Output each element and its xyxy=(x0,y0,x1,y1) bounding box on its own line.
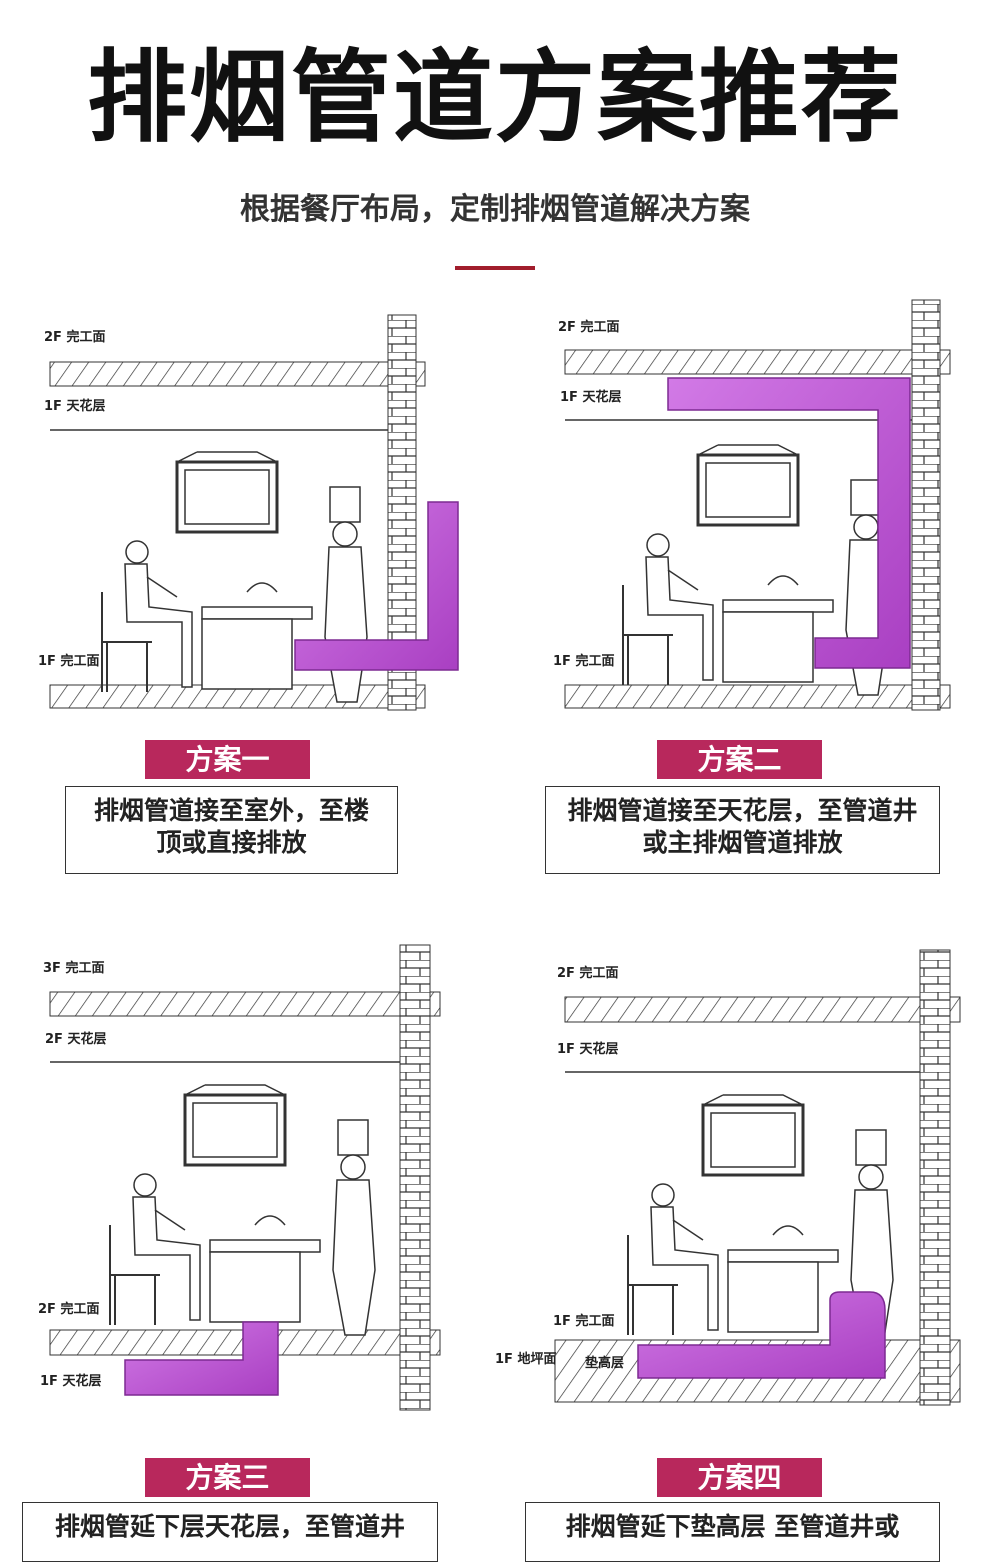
floor-label: 垫高层 xyxy=(585,1355,624,1371)
floor-label: 1F 天花层 xyxy=(557,1041,618,1057)
plan-4-desc-line1: 排烟管延下垫高层 至管道井或 xyxy=(565,1512,900,1541)
plan-2-diagram: 2F 完工面 1F 天花层 1F 完工面 xyxy=(553,299,951,711)
exhaust-duct xyxy=(637,1291,886,1379)
floor-label: 2F 完工面 xyxy=(44,329,105,345)
floor-label: 2F 天花层 xyxy=(45,1031,106,1047)
floor-label: 3F 完工面 xyxy=(43,960,104,976)
page-title: 排烟管道方案推荐 xyxy=(87,39,903,156)
plan-4-diagram: 2F 完工面 1F 天花层 1F 完工面 1F 地坪面 垫高层 xyxy=(495,949,961,1406)
plan-4-tag: 方案四 xyxy=(657,1458,822,1497)
plan-1-tag: 方案一 xyxy=(145,740,310,779)
floor-label: 1F 地坪面 xyxy=(495,1351,556,1367)
plan-1-description: 排烟管道接至室外，至楼 顶或直接排放 xyxy=(65,786,398,874)
plan-2-description: 排烟管道接至天花层，至管道井 或主排烟管道排放 xyxy=(545,786,940,874)
plan-3-diagram: 3F 完工面 2F 天花层 2F 完工面 1F 天花层 xyxy=(38,944,441,1411)
plan-4-description: 排烟管延下垫高层 至管道井或 xyxy=(525,1502,940,1562)
plan-1-desc-line2: 顶或直接排放 xyxy=(156,828,307,857)
exhaust-duct xyxy=(294,501,459,671)
divider xyxy=(455,266,535,270)
plan-1-desc-line1: 排烟管道接至室外，至楼 xyxy=(93,796,369,825)
page-subtitle: 根据餐厅布局，定制排烟管道解决方案 xyxy=(240,192,750,227)
floor-label: 1F 完工面 xyxy=(553,1313,614,1329)
exhaust-duct xyxy=(124,1321,279,1396)
floor-label: 2F 完工面 xyxy=(558,319,619,335)
plan-2-tag: 方案二 xyxy=(657,740,822,779)
floor-label: 1F 完工面 xyxy=(38,653,99,669)
plan-2-desc-line1: 排烟管道接至天花层，至管道井 xyxy=(567,796,918,825)
floor-label: 1F 完工面 xyxy=(553,653,614,669)
floor-label: 1F 天花层 xyxy=(40,1373,101,1389)
plan-2-desc-line2: 或主排烟管道排放 xyxy=(642,828,843,857)
floor-label: 1F 天花层 xyxy=(44,398,105,414)
floor-label: 2F 完工面 xyxy=(38,1301,99,1317)
plan-1-diagram: 2F 完工面 1F 天花层 1F 完工面 xyxy=(38,314,459,711)
plan-3-tag: 方案三 xyxy=(145,1458,310,1497)
exhaust-duct xyxy=(667,377,911,669)
plan-3-desc-line1: 排烟管延下层天花层，至管道井 xyxy=(54,1512,405,1541)
plan-3-description: 排烟管延下层天花层，至管道井 xyxy=(22,1502,438,1562)
floor-label: 2F 完工面 xyxy=(557,965,618,981)
floor-label: 1F 天花层 xyxy=(560,389,621,405)
